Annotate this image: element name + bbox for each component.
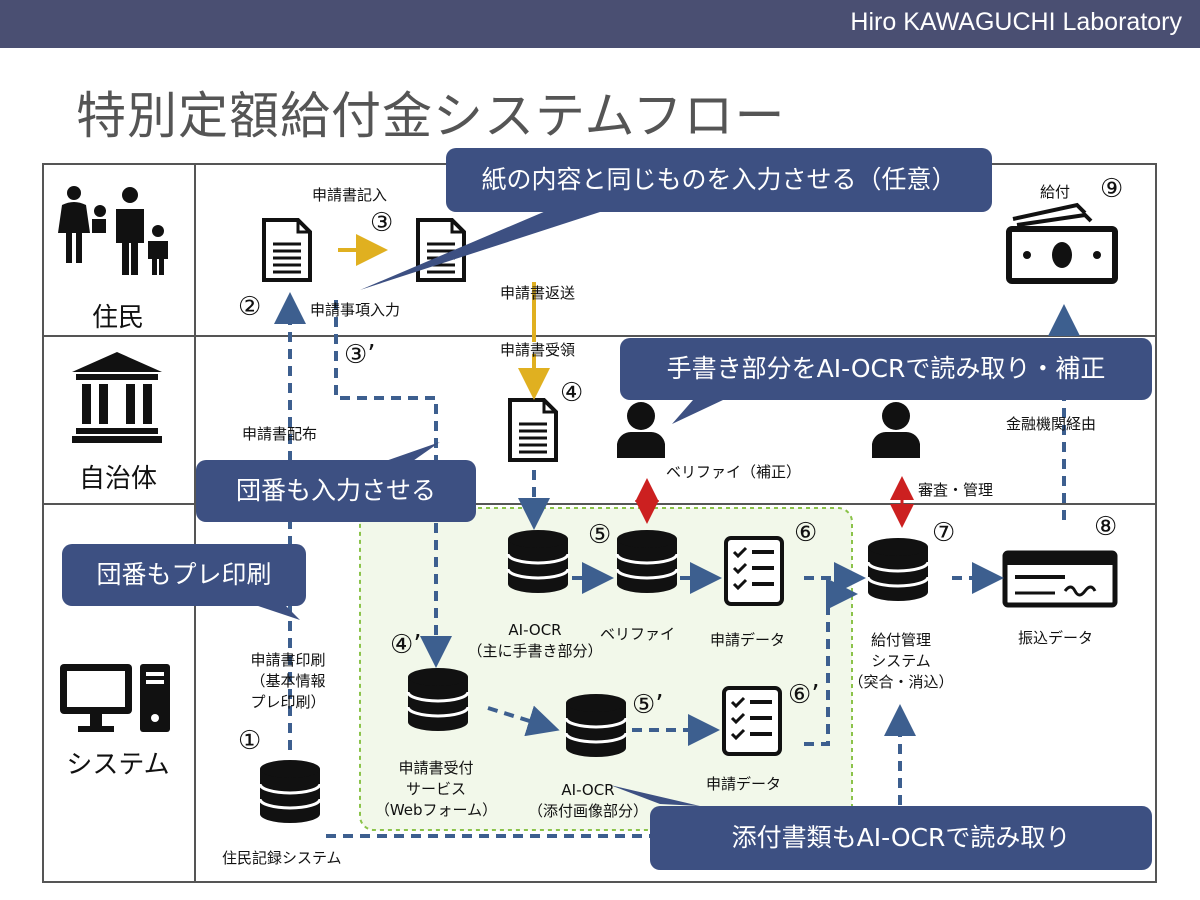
lane-divider-1 xyxy=(42,335,1157,337)
label-transfer-data: 振込データ xyxy=(1018,629,1094,647)
label-print-form-3: プレ印刷） xyxy=(250,693,326,711)
label-print-form-1: 申請書印刷 xyxy=(250,651,326,669)
label-return-form: 申請書返送 xyxy=(500,284,576,302)
callout-ai-ocr-handwriting: 手書き部分をAI-OCRで読み取り・補正 xyxy=(620,338,1152,400)
step-2: ② xyxy=(238,292,262,322)
step-4: ④ xyxy=(560,378,584,408)
label-web-1: 申請書受付 xyxy=(398,759,474,777)
callout-paper-same: 紙の内容と同じものを入力させる（任意） xyxy=(446,148,992,212)
label-payment-mgmt-1: 給付管理 xyxy=(870,631,931,649)
page-title: 特別定額給付金システムフロー xyxy=(76,87,786,145)
label-aiocr-1: AI-OCR xyxy=(508,621,562,639)
step-5-prime: ⑤’ xyxy=(632,690,664,720)
label-app-data-2: 申請データ xyxy=(706,775,782,793)
step-6: ⑥ xyxy=(794,518,818,548)
label-web-form: 申請書受付 サービス （Webフォーム） xyxy=(372,758,500,821)
lane-resident-label: 住民 xyxy=(91,303,144,333)
label-payment-mgmt-2: システム xyxy=(871,652,931,670)
callout-group-number-input: 団番も入力させる xyxy=(196,460,476,522)
label-verify-fix: ベリファイ（補正） xyxy=(666,463,802,481)
step-7: ⑦ xyxy=(932,518,956,548)
lane-system-label: システム xyxy=(66,750,170,780)
step-3: ③ xyxy=(370,208,394,238)
header-bar: Hiro KAWAGUCHI Laboratory xyxy=(0,0,1200,48)
label-payment-mgmt-3: （突合・消込） xyxy=(848,673,954,691)
label-enter-items: 申請事項入力 xyxy=(310,301,401,319)
step-4-prime: ④’ xyxy=(390,630,422,660)
label-web-2: サービス xyxy=(405,780,466,798)
callout-group-number-print-text: 団番もプレ印刷 xyxy=(96,560,272,589)
label-resident-registry: 住民記録システム xyxy=(222,849,342,867)
lab-name: Hiro KAWAGUCHI Laboratory xyxy=(850,8,1182,36)
label-distribute-form: 申請書配布 xyxy=(242,425,318,443)
step-1: ① xyxy=(238,726,262,756)
step-8: ⑧ xyxy=(1094,512,1118,542)
label-app-data: 申請データ xyxy=(710,631,786,649)
callout-group-number-input-text: 団番も入力させる xyxy=(235,476,436,505)
callout-paper-same-text: 紙の内容と同じものを入力させる（任意） xyxy=(481,165,957,194)
lane-municipality-label: 自治体 xyxy=(78,464,157,494)
label-payment-mgmt: 給付管理 システム （突合・消込） xyxy=(846,630,956,693)
label-print-form: 申請書印刷 （基本情報 プレ印刷） xyxy=(240,650,336,713)
callout-group-number-print: 団番もプレ印刷 xyxy=(62,544,306,606)
callout-ai-ocr-handwriting-text: 手書き部分をAI-OCRで読み取り・補正 xyxy=(666,354,1106,383)
label-verify: ベリファイ xyxy=(600,625,676,643)
label-aiocr: AI-OCR （主に手書き部分） xyxy=(460,620,610,662)
label-fill-form: 申請書記入 xyxy=(312,186,388,204)
label-aiocr2-1: AI-OCR xyxy=(561,781,615,799)
label-review-manage: 審査・管理 xyxy=(918,481,994,499)
label-aiocr2: AI-OCR （添付画像部分） xyxy=(520,780,656,822)
lane-label-divider xyxy=(194,163,196,883)
step-5: ⑤ xyxy=(588,520,612,550)
step-3-prime: ③’ xyxy=(344,340,376,370)
label-payment: 給付 xyxy=(1040,183,1071,201)
label-aiocr2-2: （添付画像部分） xyxy=(527,802,648,820)
step-9: ⑨ xyxy=(1100,174,1124,204)
step-6-prime: ⑥’ xyxy=(788,680,820,710)
lane-divider-2 xyxy=(42,503,1157,505)
label-web-3: （Webフォーム） xyxy=(374,801,498,819)
label-receive-form: 申請書受領 xyxy=(500,341,576,359)
label-aiocr-2: （主に手書き部分） xyxy=(467,642,603,660)
label-print-form-2: （基本情報 xyxy=(250,672,326,690)
label-via-bank: 金融機関経由 xyxy=(1006,415,1097,433)
callout-attachments-ocr-text: 添付書類もAI-OCRで読み取り xyxy=(731,823,1071,852)
callout-attachments-ocr: 添付書類もAI-OCRで読み取り xyxy=(650,806,1152,870)
